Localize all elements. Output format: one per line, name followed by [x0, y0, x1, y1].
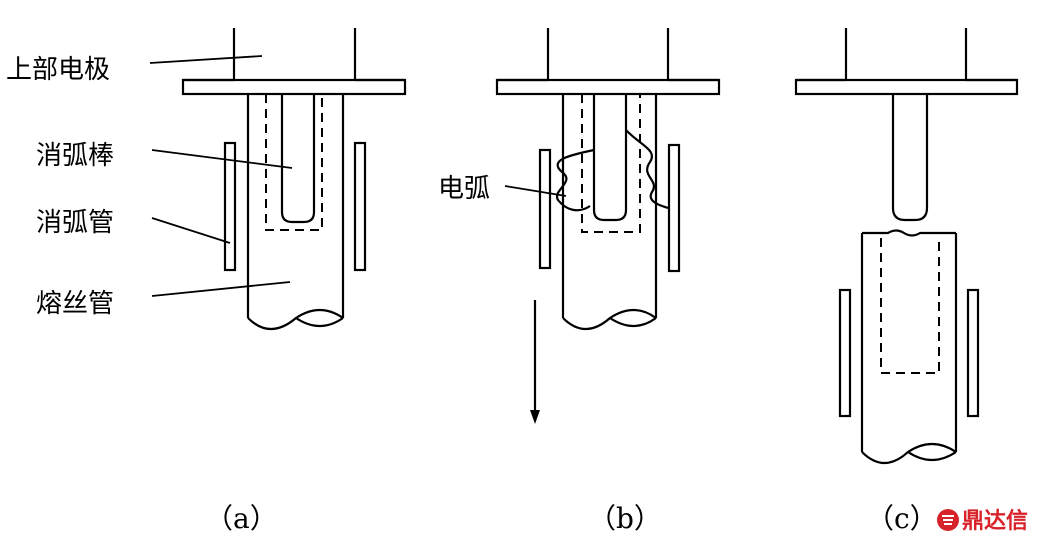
fuse-tube-inner-dashed-b [581, 94, 641, 233]
arc-tube-a [223, 141, 367, 272]
watermark-text: 鼎达信 [962, 508, 1028, 534]
upper-electrode-b [495, 28, 721, 96]
caption-c: （c） [866, 502, 938, 535]
panel-c: （c） [794, 28, 1019, 535]
label-fuse-tube: 熔丝管 [36, 289, 114, 319]
arc-tube-c [838, 288, 980, 418]
label-arc-rod: 消弧棒 [36, 141, 114, 171]
arc-rod-b [592, 94, 628, 222]
upper-electrode-a [181, 28, 407, 96]
arc-b [555, 129, 669, 212]
label-arc-tube: 消弧管 [36, 208, 114, 238]
panel-b: 电弧 （b） [438, 28, 721, 535]
arc-rod-a [280, 94, 316, 224]
leader-line-arc [504, 185, 567, 197]
caption-b: （b） [588, 502, 662, 535]
fuse-tube-inner-dashed-c [880, 238, 940, 374]
caption-a: （a） [205, 502, 278, 535]
panel-a: 上部电极 消弧棒 消弧管 熔丝管 （a） [6, 28, 407, 535]
arc-rod-c [891, 94, 929, 222]
watermark: 鼎达信 [937, 508, 1028, 534]
label-arc: 电弧 [438, 174, 490, 204]
fuse-tube-a [246, 94, 345, 331]
upper-electrode-c [794, 28, 1019, 96]
arc-tube-b [538, 143, 681, 273]
motion-arrow [530, 300, 540, 424]
fuse-tube-inner-dashed-a [265, 94, 323, 231]
fuse-tube-c [860, 229, 958, 465]
leader-lines-a [149, 55, 293, 297]
label-upper-electrode: 上部电极 [6, 55, 110, 85]
fuse-tube-b [561, 94, 658, 331]
